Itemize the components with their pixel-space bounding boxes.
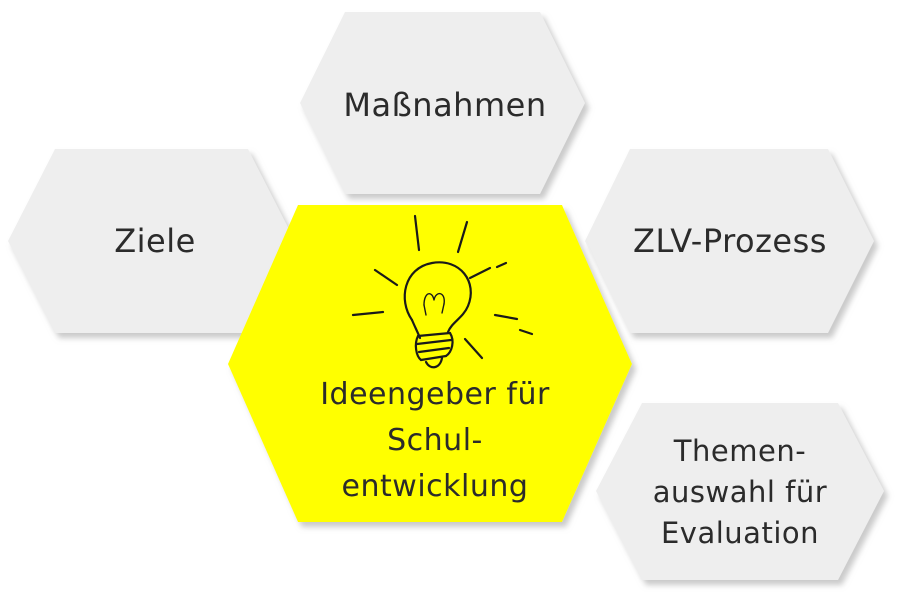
label-themen: Themen- auswahl für Evaluation: [652, 434, 828, 550]
hex-massnahmen: [300, 12, 585, 194]
hex-zlv: [585, 149, 874, 333]
hex-ziele: [8, 149, 295, 333]
hex-themen: [596, 403, 884, 580]
label-center: Ideengeber für Schul- entwicklung: [320, 376, 550, 504]
label-zlv: ZLV-Prozess: [633, 222, 827, 260]
light-bulb-icon: [351, 214, 534, 369]
label-massnahmen: Maßnahmen: [343, 86, 547, 124]
hex-center: [228, 205, 632, 522]
label-ziele: Ziele: [114, 222, 196, 260]
